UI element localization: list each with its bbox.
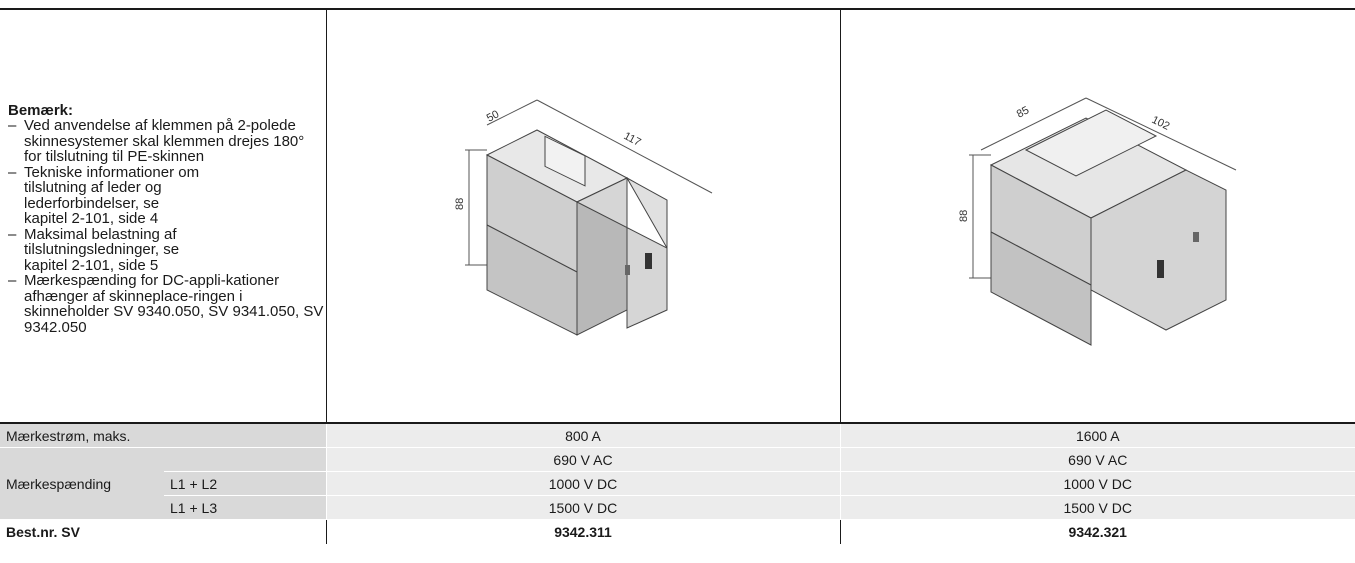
value-l1l2-2: 1000 V DC: [839, 471, 1355, 496]
label-rated-voltage: Mærkespænding: [0, 447, 164, 520]
value-order-1: 9342.311: [325, 519, 840, 544]
note-item: Mærkespænding for DC-appli-kationer afhæ…: [8, 273, 324, 335]
value-l1l3-1: 1500 V DC: [325, 495, 840, 520]
notes-cell: Bemærk: Ved anvendelse af klemmen på 2-p…: [0, 10, 326, 424]
row-voltage-l1l2: L1 + L2 1000 V DC 1000 V DC: [0, 471, 1355, 496]
label-rated-current: Mærkestrøm, maks.: [0, 423, 326, 448]
dim-height-2: 88: [958, 210, 970, 222]
value-ac-2: 690 V AC: [839, 447, 1355, 472]
row-voltage-l1l3: L1 + L3 1500 V DC 1500 V DC: [0, 495, 1355, 520]
sub-label-l1l3: L1 + L3: [164, 495, 326, 520]
row-voltage-ac: Mærkespænding 690 V AC 690 V AC: [0, 447, 1355, 520]
product-drawing-1: 88 50 117: [325, 10, 840, 424]
value-l1l2-1: 1000 V DC: [325, 471, 840, 496]
notes-list: Ved anvendelse af klemmen på 2-polede sk…: [8, 118, 323, 335]
dim-width-1: 50: [484, 108, 500, 124]
notes-title: Bemærk:: [8, 101, 74, 119]
header-row: Bemærk: Ved anvendelse af klemmen på 2-p…: [0, 10, 1355, 424]
value-l1l3-2: 1500 V DC: [839, 495, 1355, 520]
dim-length-1: 117: [621, 130, 642, 149]
product-drawing-2: 88 85 102: [839, 10, 1355, 424]
top-rule: [0, 8, 1355, 10]
label-order-number: Best.nr. SV: [0, 519, 326, 544]
dim-width-2: 85: [1014, 104, 1030, 120]
terminal-drawing-small: 88 50 117: [454, 99, 712, 336]
row-order-number: Best.nr. SV 9342.311 9342.321: [0, 519, 1355, 544]
value-current-1: 800 A: [325, 423, 840, 448]
value-ac-1: 690 V AC: [325, 447, 840, 472]
note-item: Maksimal belastning af tilslutningsledni…: [8, 227, 214, 274]
value-current-2: 1600 A: [839, 423, 1355, 448]
note-item: Ved anvendelse af klemmen på 2-polede sk…: [8, 118, 312, 165]
sub-label-l1l2: L1 + L2: [164, 471, 326, 496]
spec-table: Bemærk: Ved anvendelse af klemmen på 2-p…: [0, 10, 1355, 544]
row-rated-current: Mærkestrøm, maks. 800 A 1600 A: [0, 423, 1355, 448]
terminal-drawing-large: 88 85 102: [958, 97, 1236, 346]
value-order-2: 9342.321: [839, 519, 1355, 544]
dim-height-1: 88: [454, 198, 466, 210]
sub-label-ac: [164, 447, 326, 472]
note-item: Tekniske informationer om tilslutning af…: [8, 165, 204, 227]
